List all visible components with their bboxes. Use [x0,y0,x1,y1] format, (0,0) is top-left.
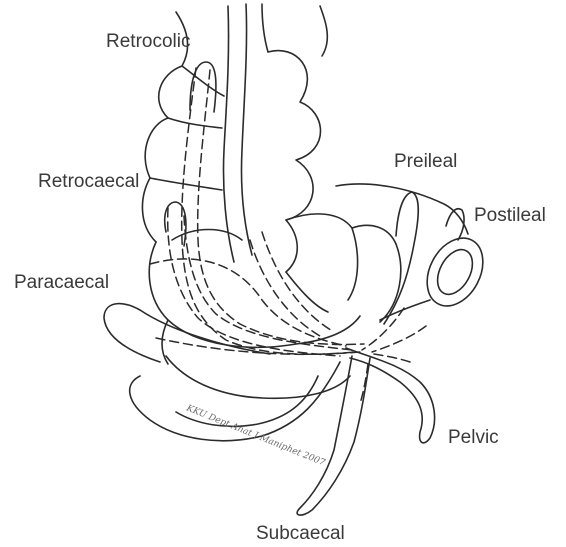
preileal-appendix [384,192,418,324]
label-retrocaecal: Retrocaecal [38,171,139,192]
terminal-ileum [336,184,494,320]
subcaecal-appendix [297,356,370,515]
label-preileal: Preileal [394,151,457,172]
ascending-colon-and-caecum [142,4,400,398]
label-retrocolic: Retrocolic [106,31,190,52]
label-pelvic: Pelvic [448,427,499,448]
label-paracaecal: Paracaecal [14,272,109,293]
hidden-appendix-paths [150,68,426,404]
paracaecal-appendix [104,304,270,362]
label-subcaecal: Subcaecal [256,523,345,544]
author-credit: KKU Dept Anat J Maniphet 2007 [184,403,327,468]
pelvic-appendix [346,348,435,443]
postileal-appendix [446,209,464,240]
label-postileal: Postileal [474,205,546,226]
